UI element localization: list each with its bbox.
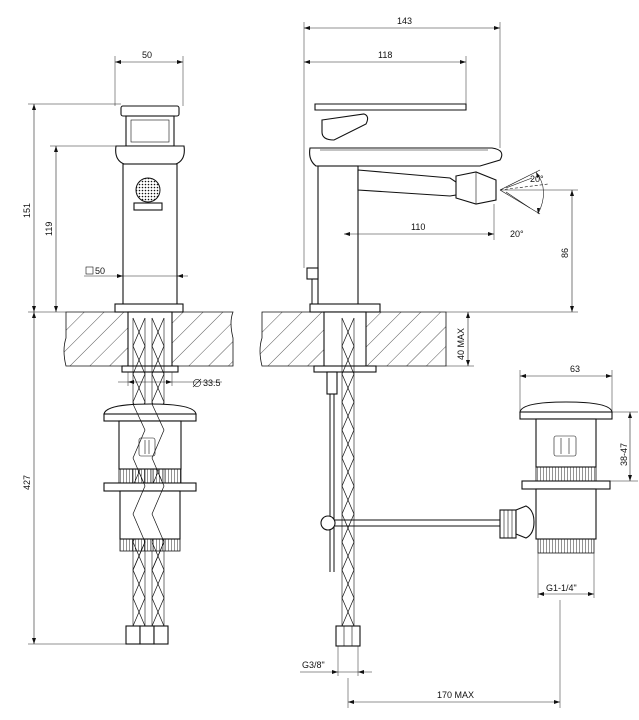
waste-flange <box>519 411 613 420</box>
waste-thread-bottom <box>537 538 595 554</box>
dim-deck-thickness <box>446 312 474 367</box>
waste-cap <box>519 401 613 413</box>
dim-overall-depth <box>303 22 501 268</box>
dim-front-width <box>114 56 184 106</box>
waste-thread-top <box>535 466 597 482</box>
dim-deck-thickness-label: 40 MAX <box>456 328 466 360</box>
dim-hose-thread-label: G3/8" <box>302 660 325 670</box>
front-lever-cap <box>120 105 180 117</box>
dim-total-height <box>28 103 121 313</box>
front-view <box>103 105 197 645</box>
dim-spout-height-label: 86 <box>560 248 570 258</box>
side-lever-top <box>314 103 467 111</box>
dim-pipe-diameter-label: 33.5 <box>203 378 221 388</box>
dim-spout-reach-label: 110 <box>411 222 425 232</box>
dim-waste-width <box>519 370 613 412</box>
dim-rod-length-label: 170 MAX <box>437 690 474 700</box>
front-waste-body <box>118 420 182 470</box>
front-aerator-ring <box>133 202 163 211</box>
diameter-symbol <box>193 379 201 387</box>
front-base-plate <box>114 303 184 313</box>
dim-overall-depth-label: 143 <box>397 16 412 26</box>
side-nut <box>313 365 377 373</box>
dim-hose-thread <box>300 646 372 676</box>
front-waste-thread-bottom <box>119 538 181 552</box>
front-hose-fitting-right <box>153 625 169 645</box>
waste-detail <box>515 401 613 554</box>
dim-swivel-angle-bottom-label: 20° <box>510 229 524 239</box>
dim-lever-reach-label: 118 <box>378 50 392 60</box>
dim-under-counter <box>28 312 126 645</box>
front-hose-fitting-left <box>125 625 141 645</box>
side-spout-arm <box>357 169 463 197</box>
side-hose-fitting <box>335 625 361 647</box>
dim-pipe-diameter <box>118 372 222 388</box>
square-symbol <box>85 266 94 275</box>
dim-lever-height-label: 119 <box>44 222 54 236</box>
side-view <box>306 103 517 647</box>
front-waste-nut <box>103 482 197 492</box>
front-nut <box>121 365 179 373</box>
dim-swivel-angle <box>499 169 549 215</box>
front-aerator <box>135 177 161 203</box>
dim-square-spout <box>84 266 188 278</box>
side-body-column <box>317 165 359 307</box>
waste-nut <box>521 480 611 490</box>
dim-rod-length <box>347 600 561 708</box>
waste-pivot-ball <box>515 505 535 539</box>
side-rod-clamp <box>320 515 336 531</box>
dim-front-width-label: 50 <box>142 50 152 60</box>
dim-waste-width-label: 63 <box>570 364 580 374</box>
front-lever-neck <box>125 115 175 147</box>
dim-lever-reach <box>304 56 467 104</box>
dim-swivel-angle-top-label: 20° <box>530 174 544 184</box>
side-base-plate <box>309 303 381 313</box>
dim-waste-thread-label: G1-1/4" <box>546 583 577 593</box>
front-waste-cap <box>103 403 197 415</box>
side-body-head <box>309 147 503 167</box>
dim-spout-height <box>446 189 578 313</box>
dim-under-counter-label: 427 <box>22 475 32 490</box>
waste-tail <box>535 488 597 540</box>
dim-waste-thread <box>537 553 595 598</box>
dim-square-spout-label: 50 <box>95 266 105 276</box>
front-waste-flange <box>103 413 197 422</box>
side-shank <box>323 311 367 369</box>
side-popup-knob <box>306 267 319 280</box>
waste-body <box>535 418 597 468</box>
front-shank <box>127 311 173 369</box>
front-waste-thread-top <box>118 468 182 484</box>
dim-waste-adjust-label: 38-47 <box>619 443 629 466</box>
front-body-head <box>115 145 185 165</box>
front-hoses-front <box>132 403 165 571</box>
side-lever-arm <box>321 113 369 141</box>
front-waste-tail <box>119 490 181 540</box>
dim-waste-adjust <box>610 411 638 482</box>
dim-lever-height <box>50 145 116 312</box>
front-hose-fitting-mid <box>139 625 155 645</box>
side-hoses <box>341 317 355 627</box>
dim-total-height-label: 151 <box>22 203 32 218</box>
dim-spout-reach <box>344 204 495 240</box>
